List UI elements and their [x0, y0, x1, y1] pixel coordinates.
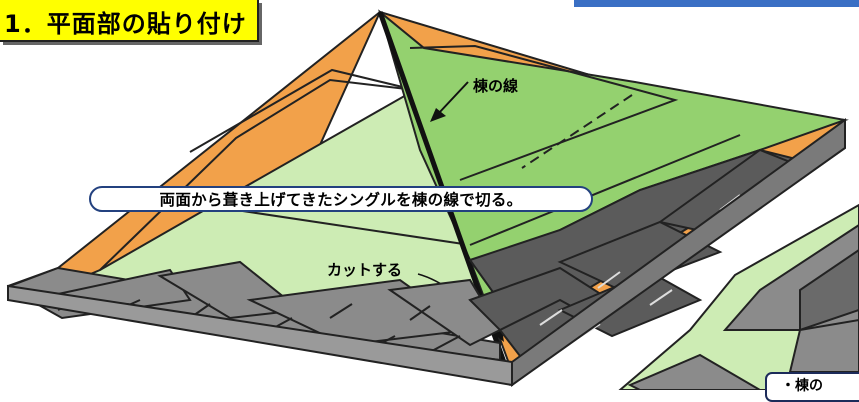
ridge-line-label: 棟の線 [473, 77, 519, 95]
header-accent-bar [574, 0, 859, 7]
second-roof [618, 203, 859, 390]
corner-note: ・棟の [781, 378, 823, 394]
cut-label: カットする [327, 261, 403, 279]
corner-note-box: ・棟の [765, 372, 859, 402]
roof-illustration [6, 9, 859, 390]
section-title-box: 1．平面部の貼り付け [0, 0, 259, 42]
instruction-text: 両面から葺き上げてきたシングルを棟の線で切る。 [159, 191, 523, 209]
right-shingles [468, 148, 813, 358]
right-fascia [511, 118, 846, 387]
instruction-callout: 両面から葺き上げてきたシングルを棟の線で切る。 [89, 186, 593, 212]
page-title: 1．平面部の貼り付け [4, 10, 247, 38]
